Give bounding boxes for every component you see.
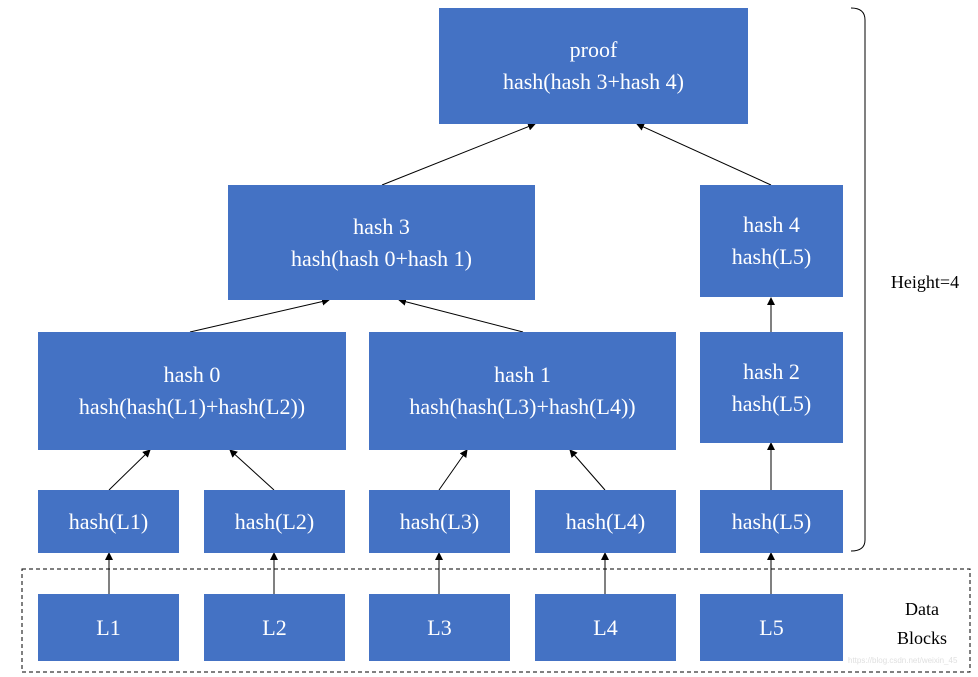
arrow-hash4-proof <box>636 123 772 186</box>
proof-node: proof hash(hash 3+hash 4) <box>439 8 748 124</box>
proof-node-formula: hash(hash 3+hash 4) <box>502 69 685 94</box>
hash1-node: hash 1 hash(hash(L3)+hash(L4)) <box>369 332 676 450</box>
hash1-node-formula: hash(hash(L3)+hash(L4)) <box>409 394 636 419</box>
hash0-node-title: hash 0 <box>163 362 221 388</box>
hash-l4-label: hash(L4) <box>565 508 646 534</box>
hash1-node-title: hash 1 <box>494 362 551 388</box>
data-block-l2-label: L2 <box>262 614 287 640</box>
hash-l1-node: hash(L1) <box>38 490 179 553</box>
hash-l2-label: hash(L2) <box>234 508 315 534</box>
data-block-l4-label: L4 <box>593 614 618 640</box>
hash2-node-formula: hash(L5) <box>731 390 812 416</box>
arrow-hl1-hash0 <box>108 449 151 491</box>
hash0-node: hash 0 hash(hash(L1)+hash(L2)) <box>38 332 346 450</box>
hash2-node: hash 2 hash(L5) <box>700 332 843 443</box>
hash3-node-title: hash 3 <box>353 213 410 239</box>
watermark: https://blog.csdn.net/weixin_45 <box>848 656 958 665</box>
hash4-node-title: hash 4 <box>743 212 800 238</box>
data-block-l1-label: L1 <box>96 614 121 640</box>
data-block-l3-label: L3 <box>427 614 452 640</box>
data-blocks-label-line1: Data <box>905 599 939 619</box>
hash3-node-formula: hash(hash 0+hash 1) <box>290 245 473 271</box>
proof-node-title: proof <box>569 37 618 63</box>
hash-l3-label: hash(L3) <box>399 508 480 534</box>
arrow-hash0-hash3 <box>189 297 330 333</box>
hash3-node: hash 3 hash(hash 0+hash 1) <box>228 185 535 300</box>
hash2-node-title: hash 2 <box>743 358 800 384</box>
arrow-hl3-hash1 <box>438 449 468 491</box>
hash0-node-formula: hash(hash(L1)+hash(L2)) <box>78 394 306 419</box>
hash-l1-label: hash(L1) <box>68 508 149 534</box>
hash-l3-node: hash(L3) <box>369 490 510 553</box>
arrow-hash1-hash3 <box>398 297 524 333</box>
data-block-l5: L5 <box>700 594 843 661</box>
data-block-l2: L2 <box>204 594 345 661</box>
hash4-node-formula: hash(L5) <box>731 244 812 269</box>
height-bracket <box>850 7 866 552</box>
hash-l5-node: hash(L5) <box>700 490 843 553</box>
arrow-hl2-hash0 <box>229 449 275 491</box>
arrow-hl4-hash1 <box>569 449 606 491</box>
arrow-hash3-proof <box>381 122 536 186</box>
height-label: Height=4 <box>890 272 960 292</box>
data-block-l1: L1 <box>38 594 179 661</box>
hash-l5-label: hash(L5) <box>731 508 812 534</box>
hash-l2-node: hash(L2) <box>204 490 345 553</box>
data-block-l3: L3 <box>369 594 510 661</box>
data-blocks-label-line2: Blocks <box>896 627 947 648</box>
hash4-node: hash 4 hash(L5) <box>700 185 843 297</box>
data-block-l4: L4 <box>535 594 676 661</box>
data-block-l5-label: L5 <box>759 614 784 640</box>
hash-l4-node: hash(L4) <box>535 490 676 553</box>
data-blocks-label: Data Blocks <box>872 595 972 653</box>
